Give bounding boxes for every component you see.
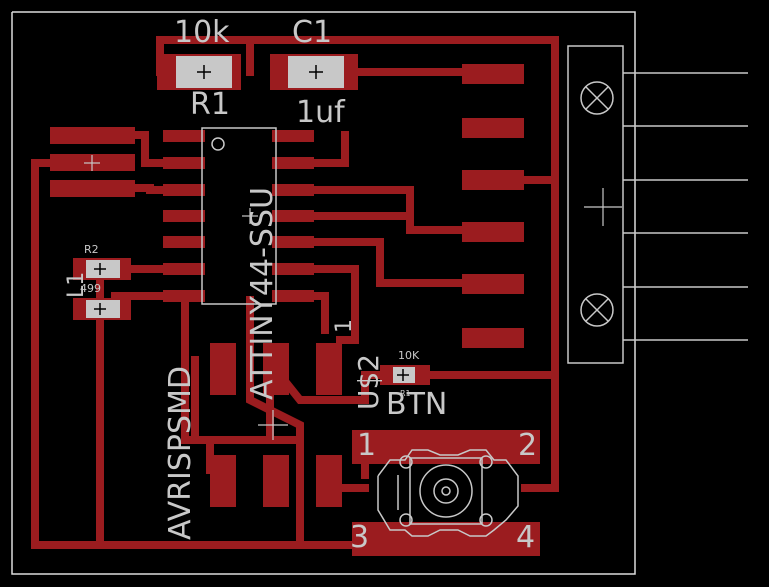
component-origins: [94, 65, 409, 381]
rbtn-value-label: 10K: [398, 349, 420, 362]
button-outline: [377, 449, 519, 537]
ic-pin1-label: 1: [332, 319, 357, 333]
connector-right: [567, 45, 748, 364]
board-outline: [11, 11, 636, 575]
c1-value-label: 1uf: [296, 95, 345, 130]
button-pad-4-label: 4: [516, 520, 536, 555]
rbtn-name-label: R1: [400, 389, 411, 398]
c1-name-label: C1: [292, 15, 333, 50]
button-pad-3-label: 3: [350, 520, 370, 555]
r1-value-label: 10k: [174, 15, 230, 50]
button-pad-1-label: 1: [357, 428, 377, 463]
ic-outline: [201, 127, 277, 305]
silk-crosses: [84, 155, 622, 440]
u2-name-label: U$2: [352, 353, 385, 410]
ic-pin1-marker: [211, 137, 225, 151]
button-pad-2-label: 2: [518, 428, 538, 463]
r2-name-label: R2: [84, 243, 99, 256]
ic-name-label: ATTINY44-SSU: [245, 187, 280, 400]
r1-name-label: R1: [190, 87, 230, 122]
led-name-label: L1: [64, 271, 89, 298]
led-value-label: 499: [80, 282, 101, 295]
isp-name-label: AVRISPSMD: [163, 366, 198, 540]
btn-label: BTN: [386, 387, 448, 422]
